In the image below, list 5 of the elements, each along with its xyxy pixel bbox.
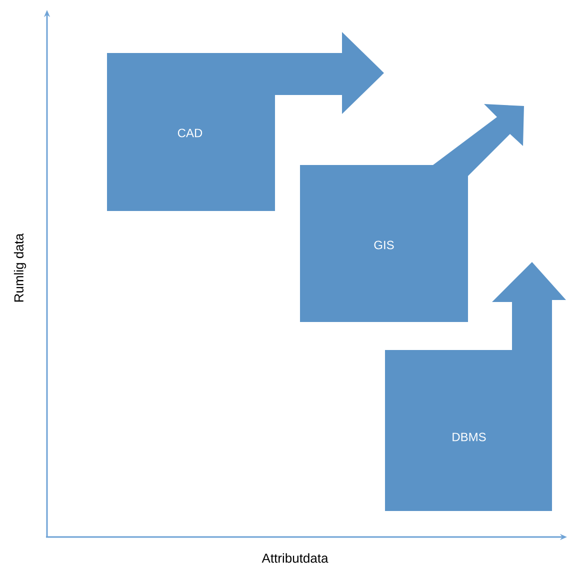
axis-label: Attributdata <box>262 553 328 563</box>
arrow-block: GIS <box>300 104 524 322</box>
arrow-block: CAD <box>107 32 384 211</box>
axis-label: Rumlig data <box>14 233 26 302</box>
arrow-block: DBMS <box>385 262 566 511</box>
